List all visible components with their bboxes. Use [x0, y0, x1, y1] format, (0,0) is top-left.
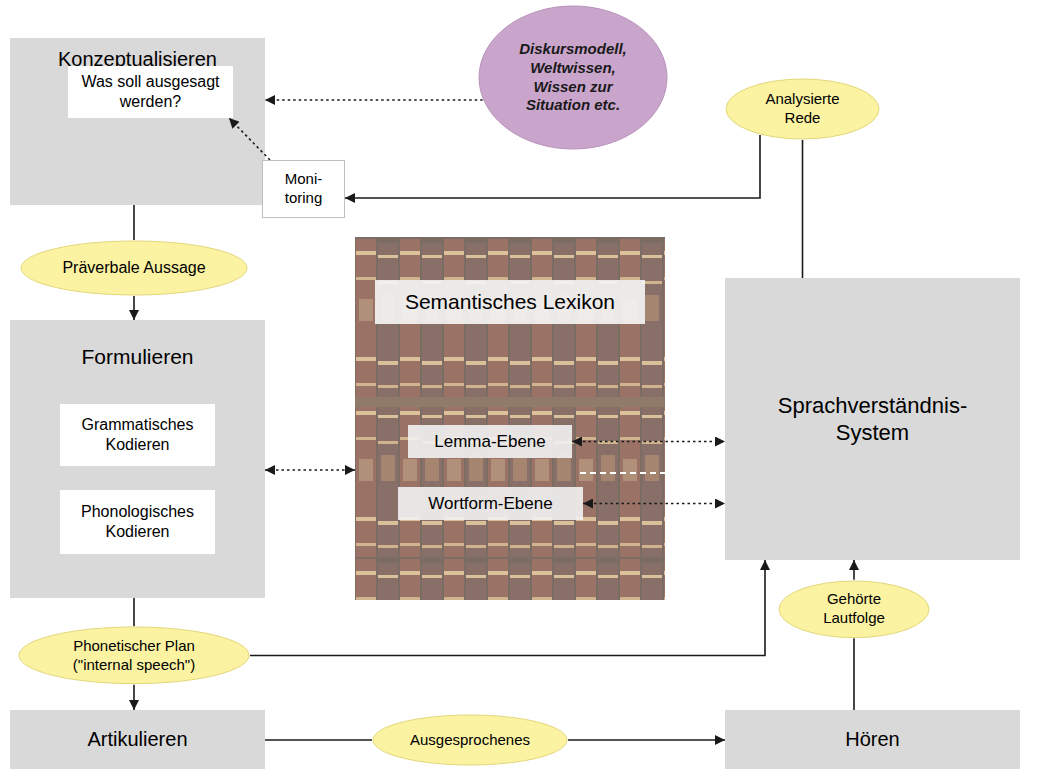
process-box: Hören — [725, 710, 1020, 769]
node-label: Grammatisches Kodieren — [68, 415, 208, 455]
connector — [802, 140, 804, 278]
box-title: Semantisches Lexikon — [375, 280, 645, 324]
connector — [265, 99, 483, 101]
node-label: Hören — [845, 727, 899, 752]
connector — [133, 685, 135, 710]
ellipse-outline — [779, 581, 929, 638]
node-label: Sprachverständnis- System — [770, 392, 975, 447]
ellipse-outline — [19, 627, 249, 684]
node-label: Was soll ausgesagt werden? — [76, 72, 226, 112]
connector — [853, 638, 855, 710]
ellipse-outline — [21, 241, 247, 295]
subprocess-box: Phonologisches Kodieren — [60, 490, 215, 554]
node-label: Moni- toring — [276, 170, 332, 208]
node-label: Phonetischer Plan ("internal speech") — [59, 637, 209, 675]
node-label: Ausgesprochenes — [410, 731, 530, 750]
connector — [583, 503, 725, 505]
connector — [133, 598, 135, 626]
level-box: Lemma-Ebene — [408, 425, 572, 458]
lexicon-panel: Semantisches LexikonLemma-EbeneWortform-… — [355, 237, 665, 600]
node-label: Gehörte Lautfolge — [809, 590, 899, 628]
level-box: Wortform-Ebene — [398, 487, 583, 520]
node-label: Präverbale Aussage — [62, 258, 205, 278]
connector — [265, 469, 355, 471]
data-ellipse: Phonetischer Plan ("internal speech") — [18, 626, 250, 685]
connector — [853, 560, 855, 580]
process-box: KonzeptualisierenWas soll ausgesagt werd… — [10, 38, 265, 205]
data-ellipse: Präverbale Aussage — [20, 240, 248, 296]
data-ellipse: Ausgesprochenes — [372, 714, 568, 766]
node-label: Phonologisches Kodieren — [68, 502, 208, 542]
connector — [133, 205, 135, 240]
process-box: FormulierenGrammatisches KodierenPhonolo… — [10, 320, 265, 598]
connector — [250, 560, 765, 656]
node-label: Lemma-Ebene — [434, 431, 546, 452]
connector — [568, 739, 725, 741]
node-label: Diskursmodell, Weltwissen, Wissen zur Si… — [509, 40, 637, 115]
node-label: Analysierte Rede — [755, 90, 850, 128]
process-box: Sprachverständnis- System — [725, 278, 1020, 560]
ellipse-outline — [373, 715, 567, 765]
data-ellipse: Gehörte Lautfolge — [778, 580, 930, 639]
connector — [572, 441, 725, 443]
connector — [265, 739, 372, 741]
connector — [133, 296, 135, 320]
subprocess-box: Grammatisches Kodieren — [60, 404, 215, 466]
monitoring-box: Moni- toring — [262, 160, 345, 218]
box-title: Formulieren — [10, 344, 265, 370]
ellipse-outline — [479, 6, 667, 149]
question-box: Was soll ausgesagt werden? — [68, 66, 233, 118]
node-label: Wortform-Ebene — [428, 493, 552, 514]
connector — [229, 118, 270, 160]
process-box: Artikulieren — [10, 710, 265, 769]
node-label: Artikulieren — [87, 727, 187, 752]
ellipse-outline — [726, 79, 879, 139]
data-ellipse: Analysierte Rede — [725, 78, 880, 140]
knowledge-ellipse: Diskursmodell, Weltwissen, Wissen zur Si… — [478, 5, 668, 150]
